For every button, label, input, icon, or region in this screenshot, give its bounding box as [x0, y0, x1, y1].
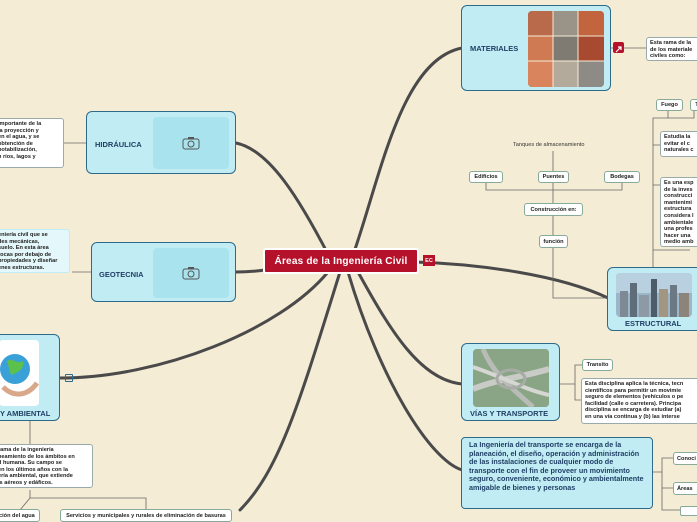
tag-edificios[interactable]: Edificios [469, 171, 503, 183]
note-ambiental[interactable]: rama de la ingeniería neamiento de los á… [0, 444, 93, 488]
interchange-image [473, 349, 549, 407]
central-topic-label: Áreas de la Ingeniería Civil [274, 255, 408, 267]
topic-geotecnia[interactable]: GEOTECNIA [91, 242, 236, 302]
transporte-description[interactable]: La Ingeniería del transporte se encarga … [461, 437, 653, 509]
central-topic[interactable]: Áreas de la Ingeniería Civil [263, 248, 419, 274]
tag-puentes[interactable]: Puentes [538, 171, 569, 183]
collapsed-branch[interactable] [680, 506, 697, 516]
topic-materiales[interactable]: MATERIALES [461, 5, 611, 91]
note-estudia[interactable]: Estudia la evitar el c naturales c [660, 131, 697, 157]
topic-hidraulica[interactable]: HIDRÁULICA [86, 111, 236, 174]
note-disciplina[interactable]: Esta disciplina aplica la técnica, tecn … [581, 378, 697, 424]
topic-ambiental-label: Y AMBIENTAL [0, 409, 51, 418]
city-photo [616, 273, 692, 317]
topic-ambiental[interactable]: Y AMBIENTAL [0, 334, 60, 421]
note-materiales[interactable]: Esta rama de la de los materiale civiles… [646, 37, 697, 61]
topic-estructural[interactable]: ESTRUCTURAL [607, 267, 697, 331]
label-tanques[interactable]: Tanques de almacenamiento [513, 142, 585, 148]
highway-photo [473, 349, 549, 407]
tag-areas[interactable]: Áreas [673, 482, 697, 495]
materials-grid-image [528, 11, 604, 87]
topic-vias[interactable]: VÍAS Y TRANSPORTE [461, 343, 560, 421]
tag-bodegas[interactable]: Bodegas [604, 171, 640, 183]
share-icon[interactable] [613, 42, 624, 53]
tag-agua[interactable]: ción del agua [0, 509, 40, 522]
tag-fuego[interactable]: Fuego [656, 99, 683, 111]
globe-hands-photo [0, 340, 39, 406]
camera-icon [182, 267, 200, 280]
topic-materiales-label: MATERIALES [470, 44, 519, 53]
camera-icon [182, 137, 200, 150]
topic-geotecnia-label: GEOTECNIA [99, 270, 144, 279]
tag-t[interactable]: T [690, 99, 697, 111]
tag-servicios[interactable]: Servicios y municipales y rurales de eli… [60, 509, 232, 522]
note-hidraulica[interactable]: importante de la la proyección y en el a… [0, 118, 64, 168]
materials-photo [528, 11, 604, 87]
tag-construccion[interactable]: Construcción en: [524, 203, 583, 216]
note-link-icon[interactable] [65, 374, 73, 382]
tag-transito[interactable]: Transito [582, 359, 613, 371]
photo-placeholder [153, 117, 229, 169]
topic-vias-label: VÍAS Y TRANSPORTE [470, 409, 549, 418]
skyline-image [616, 273, 692, 317]
ec-badge: EC [423, 255, 435, 266]
tag-funcion[interactable]: función [539, 235, 568, 248]
note-geotecnia[interactable]: eniería civil que se des mecánicas, suel… [0, 229, 70, 273]
globe-icon [0, 354, 39, 397]
topic-estructural-label: ESTRUCTURAL [625, 319, 682, 328]
photo-placeholder [153, 248, 229, 298]
tag-conoc[interactable]: Conoci [673, 452, 697, 465]
note-es-una[interactable]: Es una esp de la inves construcci manten… [660, 177, 697, 247]
topic-hidraulica-label: HIDRÁULICA [95, 140, 142, 149]
